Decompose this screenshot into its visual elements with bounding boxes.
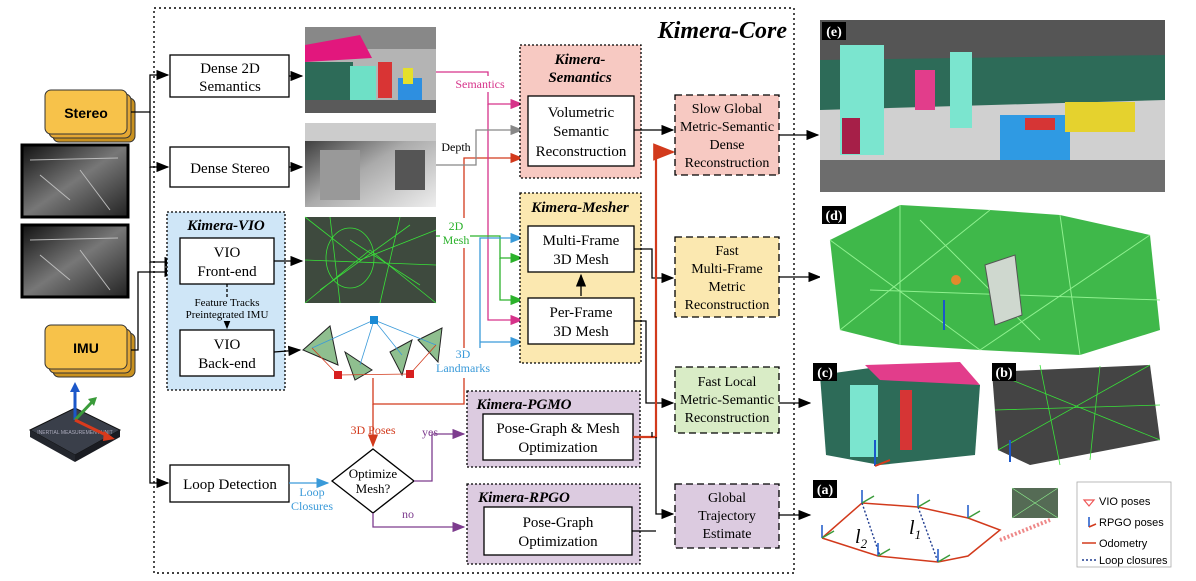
vio-frontend-line2: Front-end — [197, 264, 257, 280]
legend-rpgo-poses: RPGO poses — [1099, 517, 1164, 529]
l1-label: l1 — [909, 517, 921, 542]
yes-label: yes — [422, 425, 438, 439]
depth-image — [305, 123, 436, 207]
landmarks-edge-label-line1: 3D — [456, 347, 471, 361]
fast-multi-line4: Reconstruction — [685, 298, 770, 313]
pose-graph-illustration — [302, 316, 443, 381]
volumetric-semantic-box — [527, 95, 635, 167]
slow-global-line3: Dense — [710, 138, 745, 153]
imu-chip-text: INERTIAL MEASUREMENT UNIT — [37, 430, 112, 436]
semantics-edge-label: Semantics — [455, 77, 505, 91]
stereo-camera-image-right — [20, 223, 130, 299]
loop-closures-label-line1: Loop — [299, 485, 324, 499]
vio-frontend-box — [179, 237, 275, 285]
kimera-mesher-title: Kimera-Mesher — [530, 200, 629, 216]
loop-closures-label-line2: Closures — [291, 499, 333, 513]
mesh-overlay-image — [304, 216, 437, 304]
panel-e-global-reconstruction — [820, 20, 1165, 192]
panel-a-trajectory — [821, 487, 1059, 563]
vio-frontend-line1: VIO — [214, 245, 241, 261]
panel-b-label: (b) — [995, 366, 1012, 381]
panel-b-local-mesh — [990, 361, 1164, 469]
volumetric-semantic-line1: Volumetric — [548, 105, 615, 121]
per-frame-mesh-line2: 3D Mesh — [553, 324, 609, 340]
imu-input: IMU — [44, 324, 136, 378]
fast-local-line2: Metric-Semantic — [680, 393, 774, 408]
trajectory-legend: VIO poses RPGO poses Odometry Loop closu… — [1076, 481, 1172, 568]
fast-local-output — [674, 366, 780, 434]
kimera-semantics-title-line2: Semantics — [548, 70, 612, 86]
vio-backend-line1: VIO — [214, 337, 241, 353]
multi-frame-mesh-line1: Multi-Frame — [543, 233, 620, 249]
kimera-core-frame — [153, 7, 795, 574]
dense-stereo-label: Dense Stereo — [190, 161, 270, 177]
loop-detection-label: Loop Detection — [183, 477, 277, 493]
kimera-semantics-title-line1: Kimera- — [554, 52, 606, 68]
mesh-edge-label-line2: Mesh — [443, 233, 470, 247]
optimize-mesh-line2: Mesh? — [356, 481, 391, 496]
loop-detection-box — [169, 464, 290, 503]
kimera-core-title: Kimera-Core — [657, 18, 788, 44]
vio-backend-line2: Back-end — [198, 356, 256, 372]
slow-global-line2: Metric-Semantic — [680, 120, 774, 135]
dense-2d-semantics-line2: Semantics — [199, 79, 261, 95]
optimize-mesh-line1: Optimize — [349, 466, 398, 481]
pose-graph-mesh-opt-line2: Optimization — [518, 440, 598, 456]
legend-odometry: Odometry — [1099, 538, 1148, 550]
fast-multi-line1: Fast — [715, 244, 738, 259]
kimera-vio-title: Kimera-VIO — [186, 218, 265, 234]
pose-graph-opt-line2: Optimization — [518, 534, 598, 550]
panel-c-label: (c) — [817, 366, 833, 381]
poses-label: 3D Poses — [350, 423, 395, 437]
panel-d-label: (d) — [825, 209, 842, 224]
global-traj-line1: Global — [708, 491, 746, 506]
pose-graph-mesh-opt-line1: Pose-Graph & Mesh — [496, 421, 620, 437]
depth-edge-label: Depth — [441, 140, 470, 154]
imu-chip-icon: INERTIAL MEASUREMENT UNIT — [28, 382, 122, 462]
volumetric-semantic-line2: Semantic — [553, 124, 609, 140]
panel-c-local-semantic — [811, 361, 984, 469]
fast-multi-line2: Multi-Frame — [691, 262, 763, 277]
vio-note-line1: Feature Tracks — [194, 297, 259, 309]
global-trajectory-output — [674, 483, 780, 549]
stereo-camera-image-left — [20, 143, 130, 219]
fast-multi-line3: Metric — [708, 280, 745, 295]
vio-note-line2: Preintegrated IMU — [186, 309, 269, 321]
volumetric-semantic-line3: Reconstruction — [536, 144, 627, 160]
l2-label: l2 — [855, 526, 868, 551]
global-traj-line2: Trajectory — [698, 509, 756, 524]
imu-label: IMU — [73, 340, 99, 356]
fast-local-line1: Fast Local — [698, 375, 757, 390]
slow-global-line1: Slow Global — [692, 102, 763, 117]
fast-multi-output — [674, 236, 780, 318]
panel-e-label: (e) — [826, 25, 842, 40]
semantic-segmentation-image — [305, 27, 436, 113]
slow-global-output — [674, 94, 780, 176]
per-frame-mesh-line1: Per-Frame — [549, 305, 612, 321]
global-traj-line3: Estimate — [703, 527, 752, 542]
mesh-edge-label-line1: 2D — [449, 219, 464, 233]
slow-global-line4: Reconstruction — [685, 156, 770, 171]
dense-2d-semantics-line1: Dense 2D — [200, 61, 260, 77]
panel-d-multiframe-mesh — [820, 198, 1165, 356]
per-frame-mesh-box — [527, 297, 635, 345]
vio-poses-icon — [1082, 499, 1096, 507]
vio-backend-box — [179, 329, 275, 377]
panel-a-label: (a) — [817, 483, 834, 498]
landmarks-edge-label-line2: Landmarks — [436, 361, 490, 375]
legend-vio-poses: VIO poses — [1099, 496, 1151, 508]
pose-graph-opt-line1: Pose-Graph — [523, 515, 594, 531]
kimera-pgmo-title: Kimera-PGMO — [476, 397, 572, 413]
dense-stereo-box — [169, 146, 290, 188]
dense-2d-semantics-box — [169, 54, 290, 98]
stereo-input: Stereo — [44, 89, 136, 143]
pose-graph-mesh-opt-box — [482, 413, 634, 461]
kimera-rpgo-title: Kimera-RPGO — [477, 490, 570, 506]
fast-local-line3: Reconstruction — [685, 411, 770, 426]
no-label: no — [402, 507, 414, 521]
stereo-label: Stereo — [64, 105, 108, 121]
legend-loop-closures: Loop closures — [1099, 555, 1168, 567]
multi-frame-mesh-line2: 3D Mesh — [553, 252, 609, 268]
